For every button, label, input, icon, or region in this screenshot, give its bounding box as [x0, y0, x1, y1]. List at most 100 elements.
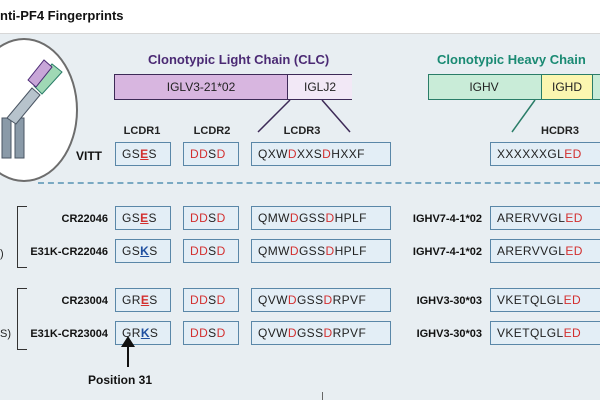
seq-part: QMW	[258, 211, 290, 225]
hcdr3-seq: VKETQLGLED	[490, 321, 600, 345]
hcdr3-seq: ARERVVGLED	[490, 239, 600, 263]
seq-part: S	[208, 326, 217, 340]
seq-acidic: D	[325, 211, 335, 225]
lcdr3-seq: QMWDGSSDHPLF	[251, 206, 391, 230]
position-31-residue: K	[140, 244, 150, 258]
chc-gene-bar: IGHV IGHD	[428, 74, 600, 100]
seq-part: GS	[122, 211, 141, 225]
chc-d-box: IGHD	[541, 75, 593, 99]
group-bracket-2	[17, 288, 27, 350]
seq-acidic: D	[289, 244, 299, 258]
seq-part: QMW	[258, 244, 290, 258]
vitt-lcdr3: QXWDXXSDHXXF	[251, 142, 391, 166]
lcdr3-seq: QMWDGSSDHPLF	[251, 239, 391, 263]
seq-part: S	[148, 211, 157, 225]
chc-v-segment: IGHV	[469, 80, 499, 94]
group-tag-2: S)	[0, 328, 11, 340]
row-label: CR22046	[61, 213, 108, 225]
seq-part: S	[208, 211, 217, 225]
title-bar: nti-PF4 Fingerprints	[0, 0, 600, 34]
seq-acidic: D	[289, 211, 299, 225]
seq-acidic: D	[323, 326, 333, 340]
seq-acidic: D	[199, 211, 209, 225]
vitt-label: VITT	[76, 149, 102, 163]
vitt-hcdr3: XXXXXXGLED	[490, 142, 600, 166]
seq-acidic: ED	[563, 293, 582, 307]
clc-j-box: IGLJ2	[287, 75, 352, 99]
seq-acidic: D	[199, 147, 209, 161]
clc-j-segment: IGLJ2	[303, 80, 336, 94]
ighv-label: IGHV7-4-1*02	[412, 246, 482, 258]
chc-title: Clonotypic Heavy Chain	[437, 52, 586, 67]
seq-acidic: ED	[565, 211, 583, 225]
arrow-up-icon	[121, 336, 135, 347]
seq-part: GS	[122, 244, 141, 258]
lcdr3-seq: QVWDGSSDRPVF	[251, 288, 391, 312]
seq-part: S	[148, 147, 157, 161]
lcdr1-seq: GSKS	[115, 239, 171, 263]
seq-part: GSS	[298, 244, 326, 258]
seq-part: GSS	[298, 211, 326, 225]
clc-gene-bar: IGLV3-21*02 IGLJ2	[114, 74, 352, 100]
clc-title: Clonotypic Light Chain (CLC)	[148, 52, 330, 67]
seq-part: S	[149, 326, 159, 340]
col-header-lcdr3: LCDR3	[283, 125, 321, 137]
seq-part: S	[149, 244, 158, 258]
seq-part: S	[208, 147, 217, 161]
group-tag-1: )	[0, 248, 4, 260]
lcdr1-seq: GSES	[115, 206, 171, 230]
row-label: CR23004	[61, 295, 108, 307]
seq-part: S	[208, 244, 217, 258]
hcdr3-seq: ARERVVGLED	[490, 206, 600, 230]
lcdr2-seq: DDSD	[183, 288, 239, 312]
seq-acidic: D	[323, 293, 333, 307]
seq-part: HPLF	[334, 244, 367, 258]
position-31-residue: K	[140, 326, 150, 340]
seq-acidic: ED	[563, 326, 582, 340]
seq-acidic: D	[287, 326, 297, 340]
seq-part: GS	[122, 147, 141, 161]
seq-part: S	[208, 293, 217, 307]
col-header-lcdr1: LCDR1	[123, 125, 161, 137]
col-header-lcdr2: LCDR2	[193, 125, 231, 137]
seq-acidic: D	[216, 293, 226, 307]
position-31-residue: E	[140, 147, 149, 161]
seq-acidic: D	[216, 211, 226, 225]
antibody-icon	[1, 59, 63, 159]
position-31-residue: E	[140, 293, 150, 307]
seq-acidic: ED	[564, 147, 582, 161]
ighv-label: IGHV3-30*03	[416, 328, 482, 340]
lcdr1-seq: GRES	[115, 288, 171, 312]
seq-part: RPVF	[332, 293, 367, 307]
seq-acidic: D	[190, 244, 200, 258]
seq-acidic: D	[287, 147, 297, 161]
seq-part: HPLF	[334, 211, 367, 225]
figure-title: nti-PF4 Fingerprints	[0, 8, 124, 23]
seq-acidic: D	[190, 326, 200, 340]
ighv-label: IGHV3-30*03	[416, 295, 482, 307]
ighv-label: IGHV7-4-1*02	[412, 213, 482, 225]
seq-part: GSS	[296, 293, 324, 307]
seq-acidic: D	[199, 293, 209, 307]
arrow-shaft	[127, 345, 129, 367]
seq-acidic: D	[190, 211, 200, 225]
seq-acidic: D	[325, 244, 335, 258]
lcdr2-seq: DDSD	[183, 206, 239, 230]
seq-acidic: D	[199, 326, 209, 340]
seq-part: QVW	[258, 293, 288, 307]
lcdr3-seq: QVWDGSSDRPVF	[251, 321, 391, 345]
seq-part: GR	[122, 293, 141, 307]
seq-acidic: D	[216, 326, 226, 340]
seq-part: VKETQLGL	[497, 326, 564, 340]
seq-part: VKETQLGL	[497, 293, 564, 307]
row-label: E31K-CR22046	[30, 246, 108, 258]
seq-acidic: ED	[565, 244, 583, 258]
seq-part: XXS	[296, 147, 323, 161]
position-31-residue: E	[140, 211, 149, 225]
clc-v-segment: IGLV3-21*02	[166, 80, 236, 94]
seq-part: QXW	[258, 147, 288, 161]
seq-part: ARERVVGL	[497, 211, 566, 225]
vitt-lcdr2: DDSD	[183, 142, 239, 166]
section-divider	[38, 182, 600, 184]
